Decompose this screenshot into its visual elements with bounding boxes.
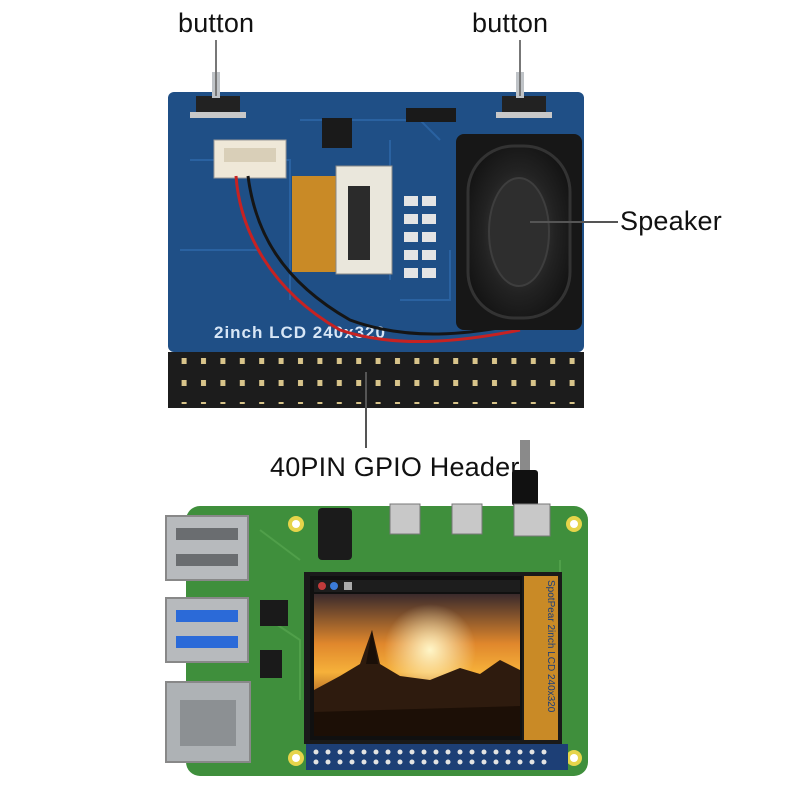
speaker (456, 134, 582, 330)
ethernet-port (165, 681, 251, 763)
micro-hdmi-port (389, 503, 421, 535)
lcd-hat-board: 2inch LCD 240x320 (168, 72, 584, 408)
gpio-header-bottom (306, 744, 568, 770)
usb-port-3 (165, 597, 249, 663)
fpc-connector (292, 165, 393, 275)
audio-jack (318, 508, 352, 560)
label-button-left: button (178, 8, 255, 38)
lcd-screen (314, 594, 520, 736)
usb-c-port (513, 503, 551, 537)
jst-connector (213, 139, 287, 179)
micro-hdmi-port (451, 503, 483, 535)
label-speaker: Speaker (620, 206, 722, 236)
lcd-side-label: SpotPear 2inch LCD 240x320 (545, 580, 556, 713)
usb-c-cable (512, 440, 538, 506)
usb-port-2 (165, 515, 249, 581)
label-gpio-header: 40PIN GPIO Header (270, 452, 520, 482)
ic-chip (322, 118, 352, 148)
board-silkscreen: 2inch LCD 240x320 (214, 323, 386, 342)
lcd-module: SpotPear 2inch LCD 240x320 (304, 572, 562, 744)
raspberry-pi-board: SpotPear 2inch LCD 240x320 (165, 440, 588, 776)
label-button-right: button (472, 8, 549, 38)
